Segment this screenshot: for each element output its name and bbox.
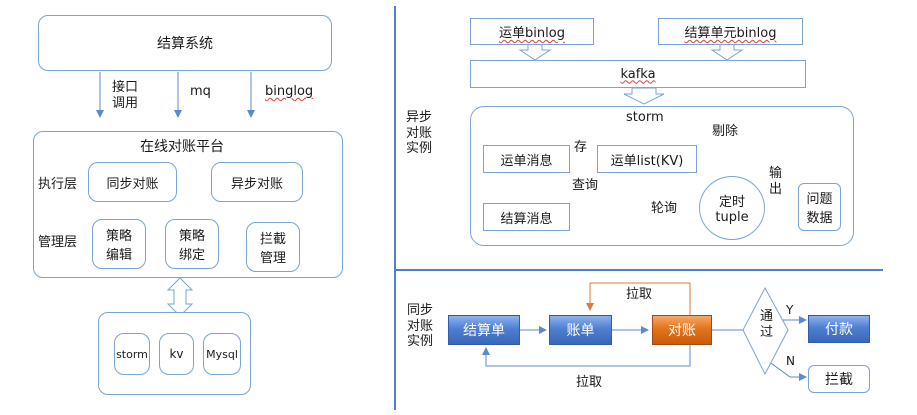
storage-kv-box: kv xyxy=(159,333,194,375)
sync-recon-box: 同步对账 xyxy=(88,162,177,202)
hollow-arrow-right xyxy=(710,43,744,61)
timer-tuple-label: 定时 tuple xyxy=(715,195,749,225)
reconcile-box: 对账 xyxy=(652,315,712,345)
pay-box: 付款 xyxy=(808,315,870,343)
no-label: N xyxy=(786,354,795,368)
kafka-box: kafka xyxy=(470,60,806,88)
store-label: 存 xyxy=(574,140,588,155)
intercept-box: 拦截 xyxy=(808,365,870,393)
waybill-list-box: 运单list(KV) xyxy=(597,145,697,173)
remove-label: 剔除 xyxy=(712,124,739,139)
settlement-system-box: 结算系统 xyxy=(38,15,332,71)
yes-label: Y xyxy=(786,303,794,317)
double-arrow xyxy=(166,277,194,317)
async-example-label: 异步 对账 实例 xyxy=(406,110,433,157)
settlement-doc-label: 结算单 xyxy=(463,323,505,339)
settle-msg-label: 结算消息 xyxy=(500,211,553,227)
decision-diamond xyxy=(742,286,789,376)
settlement-doc-box: 结算单 xyxy=(448,315,520,345)
arrow-label-binlog: binglog xyxy=(265,84,314,99)
timer-tuple-circle: 定时 tuple xyxy=(699,176,765,240)
pass-label: 通 过 xyxy=(760,309,774,340)
hollow-arrow-left xyxy=(518,43,552,61)
problem-data-label: 问题 数据 xyxy=(806,192,833,226)
arrow-pass-to-intercept xyxy=(763,357,807,381)
sync-recon-label: 同步对账 xyxy=(106,176,159,192)
intercept-label: 拦截 xyxy=(825,372,853,388)
sync-example-label: 同步 对账 实例 xyxy=(407,303,434,350)
settlement-system-label: 结算系统 xyxy=(157,36,213,52)
exec-layer-label: 执行层 xyxy=(38,177,78,192)
waybill-msg-box: 运单消息 xyxy=(483,145,570,173)
arrow-pull-top xyxy=(586,282,691,315)
kafka-label: kafka xyxy=(620,66,656,82)
arrow-pull-bottom xyxy=(482,345,691,367)
intercept-mgmt-label: 拦截 管理 xyxy=(259,232,286,266)
pay-label: 付款 xyxy=(825,322,853,338)
bill-box: 账单 xyxy=(549,315,612,345)
storage-kv-label: kv xyxy=(169,347,184,361)
waybill-binlog-label: 运单binlog xyxy=(499,26,565,41)
bill-label: 账单 xyxy=(566,323,595,339)
strategy-bind-label: 策略 绑定 xyxy=(178,229,205,263)
pull-top-label: 拉取 xyxy=(626,287,653,302)
storage-storm-label: storm xyxy=(116,347,148,361)
strategy-edit-box: 策略 编辑 xyxy=(92,219,146,269)
strategy-edit-label: 策略 编辑 xyxy=(105,229,132,263)
platform-title: 在线对账平台 xyxy=(140,139,224,155)
output-label: 输 出 xyxy=(769,166,783,197)
poll-label: 轮询 xyxy=(651,201,678,216)
reconcile-label: 对账 xyxy=(668,323,696,339)
async-recon-label: 异步对账 xyxy=(230,176,283,192)
arrow-label-mq: mq xyxy=(190,84,211,99)
strategy-bind-box: 策略 绑定 xyxy=(165,219,219,269)
hollow-arrow-kafka xyxy=(623,87,665,105)
waybill-list-label: 运单list(KV) xyxy=(610,153,684,169)
settle-msg-box: 结算消息 xyxy=(483,203,570,231)
storage-mysql-box: Mysql xyxy=(203,333,241,375)
query-label: 查询 xyxy=(572,178,599,193)
storage-storm-box: storm xyxy=(114,333,150,375)
storage-mysql-label: Mysql xyxy=(206,347,238,361)
settle-unit-binlog-box: 结算单元binlog xyxy=(658,18,803,45)
storm-label: storm xyxy=(626,110,664,125)
pull-bottom-label: 拉取 xyxy=(576,375,603,390)
waybill-binlog-box: 运单binlog xyxy=(470,18,594,45)
settle-unit-binlog-label: 结算单元binlog xyxy=(684,26,777,41)
problem-data-box: 问题 数据 xyxy=(798,183,841,231)
arrow-label-interface-call: 接口 调用 xyxy=(112,80,139,111)
waybill-msg-label: 运单消息 xyxy=(500,153,553,169)
mgmt-layer-label: 管理层 xyxy=(38,235,78,250)
intercept-mgmt-box: 拦截 管理 xyxy=(246,222,300,272)
async-recon-box: 异步对账 xyxy=(211,162,303,202)
